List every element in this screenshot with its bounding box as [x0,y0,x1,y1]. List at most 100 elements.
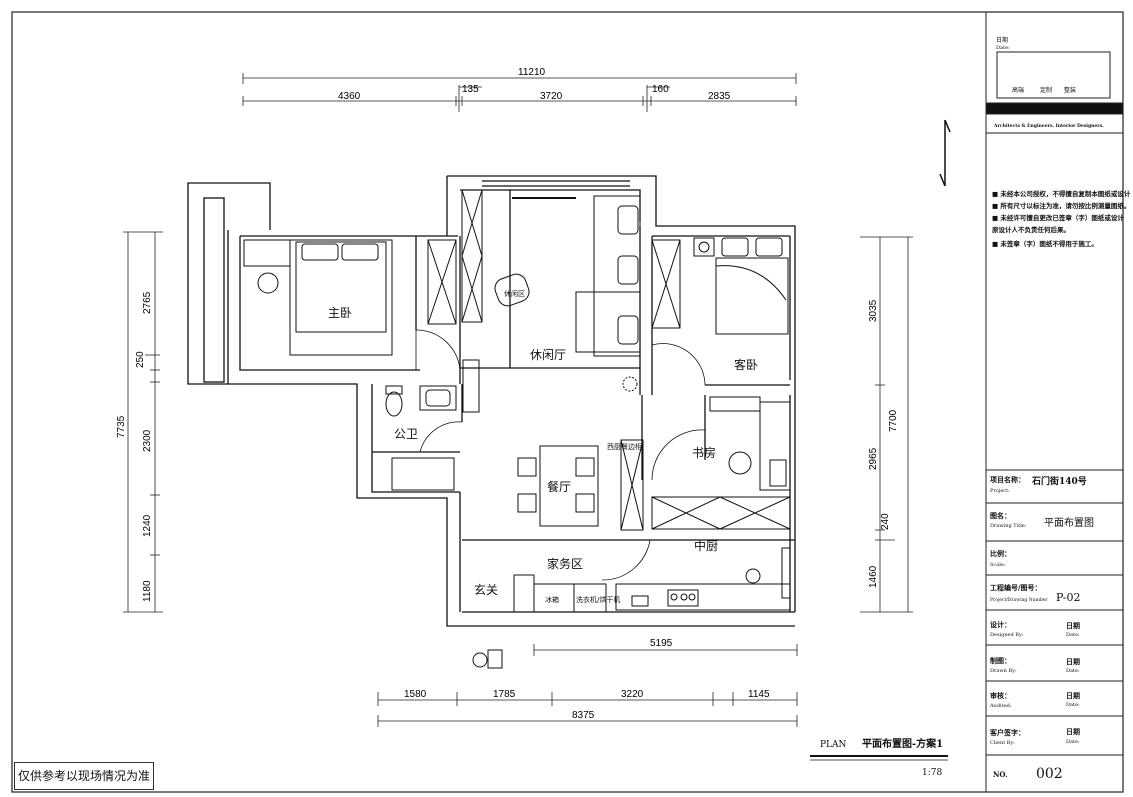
armchair [494,273,530,307]
dim-bottom-1: 1580 [404,689,427,700]
tb-date-en: Date: [996,45,1010,51]
tb-no-value: 002 [1036,766,1063,782]
washer-label: 洗衣机/烘干机 [576,595,620,604]
dim-bottom-inner: 5195 [650,638,673,649]
tb-audit-label: 审核： [990,691,1011,700]
dim-top-total: 11210 [518,67,546,78]
room-laundry-label: 家务区 [547,556,583,571]
room-master-label: 主卧 [328,306,352,320]
room-dining-label: 餐厅 [547,479,571,494]
room-guest-label: 客卧 [734,357,758,372]
dim-bottom-total: 8375 [572,710,595,721]
tb-number-label: 工程编号/图号： [990,583,1042,592]
tb-project-name: 石门街140号 [1031,475,1087,487]
doors [415,329,706,581]
dim-right-1: 3035 [868,299,879,322]
room-side-label: 西厨餐边柜 [607,442,642,451]
study-desk [759,401,791,491]
tb-slogan-3: 整装 [1064,86,1076,94]
shower [391,457,455,491]
dim-top-1: 4360 [338,91,361,102]
study-chair [728,451,752,475]
room-leisure-label: 休闲厅 [530,348,566,362]
tb-date-label: 日期 [996,36,1008,44]
dim-bottom-3: 3220 [621,689,644,700]
tb-note-5: ■ 未签章（字）图纸不得用于施工。 [992,239,1098,248]
walls [187,175,796,627]
plan-title: 平面布置图-方案1 [862,737,943,750]
master-desk [243,239,291,267]
tb-audit-date: 日期 [1066,691,1080,700]
dim-top-2: 135 [462,84,479,95]
fridge-label: 冰箱 [545,595,559,604]
leisure-cabinet [461,189,483,323]
disclaimer-box: 仅供参考以现场情况为准 [14,762,154,790]
dim-left-total: 7735 [116,415,127,438]
dim-bottom-4: 1145 [748,689,770,700]
furniture [243,189,791,669]
tb-design-date: 日期 [1066,621,1080,630]
tb-drawing-label: 图名： [990,511,1011,520]
left-dimensions [123,231,163,613]
dim-right-3: 240 [880,513,891,530]
tb-draw-label: 制图： [990,656,1011,665]
dim-left-2: 250 [135,351,146,368]
dim-top-3: 3720 [540,91,563,102]
dining-table [539,445,599,527]
tb-draw-date: 日期 [1066,657,1080,666]
room-leisure-small-label: 休闲区 [504,289,525,298]
tb-design-label: 设计： [990,620,1011,629]
leisure-sofa [593,195,641,357]
kitchen-person [745,568,761,584]
tb-tagline: Architects & Engineers. Interior Designe… [993,123,1104,129]
room-study-label: 书房 [692,445,716,460]
north-arrow-icon [939,119,951,187]
sheet-border [11,11,1124,793]
tb-scale-label: 比例： [990,549,1011,558]
tb-client-label: 客户签字： [989,728,1025,737]
guest-wardrobe [651,239,681,329]
tb-note-4: 原设计人不负责任何后果。 [992,225,1070,234]
basin [419,385,457,411]
room-kitchen-label: 中厨 [694,538,718,553]
tb-note-3: ■ 未经许可擅自更改已签章（字）图纸或设计 [992,213,1124,222]
plan-scale: 1:78 [922,768,942,778]
tb-note-1: ■ 未经本公司授权，不得擅自复制本图纸或设计 [992,189,1131,198]
dim-top-5: 2835 [708,91,731,102]
dim-right-2: 2965 [868,447,879,470]
tb-no-label: NO. [993,770,1008,779]
tb-audit-date-en: Date: [1066,702,1080,708]
dim-left-3: 2300 [142,429,153,452]
tb-design-en: Designed By: [990,632,1024,638]
tb-draw-date-en: Date: [1066,668,1080,674]
tb-client-en: Client By: [990,740,1015,746]
room-entry-label: 玄关 [474,582,498,597]
washer [573,583,607,613]
tb-draw-en: Drawn By: [990,668,1017,674]
tb-project-en: Project: [990,488,1010,494]
tb-number-en: Project/Drawing Number [990,597,1048,603]
dim-left-4: 1240 [142,514,153,537]
top-dimensions [242,73,797,112]
dim-right-total: 7700 [888,409,899,432]
dim-top-4: 160 [652,84,669,95]
right-dimensions [860,236,913,613]
title-block [985,12,1124,792]
toilet [385,391,403,417]
dim-right-4: 1460 [868,565,879,588]
tb-drawing-en: Drawing Title: [990,523,1027,529]
tb-slogan-2: 定制 [1040,86,1052,94]
dim-left-5: 1180 [142,580,153,602]
tb-drawing-name: 平面布置图 [1044,517,1094,529]
entrance-person [472,652,488,668]
bottom-dimensions [377,644,798,727]
kitchen-cabinet [651,496,791,530]
tb-design-date-en: Date: [1066,632,1080,638]
tb-audit-en: Audited: [989,703,1012,709]
tb-scale-en: Scale: [990,562,1006,568]
dim-left-1: 2765 [142,291,153,314]
tb-note-2: ■ 所有尺寸以标注为准，请勿按比例测量图纸。 [992,201,1130,210]
tb-client-date-en: Date: [1066,739,1080,745]
tb-project-label: 项目名称： [990,475,1025,484]
dim-bottom-2: 1785 [493,689,516,700]
